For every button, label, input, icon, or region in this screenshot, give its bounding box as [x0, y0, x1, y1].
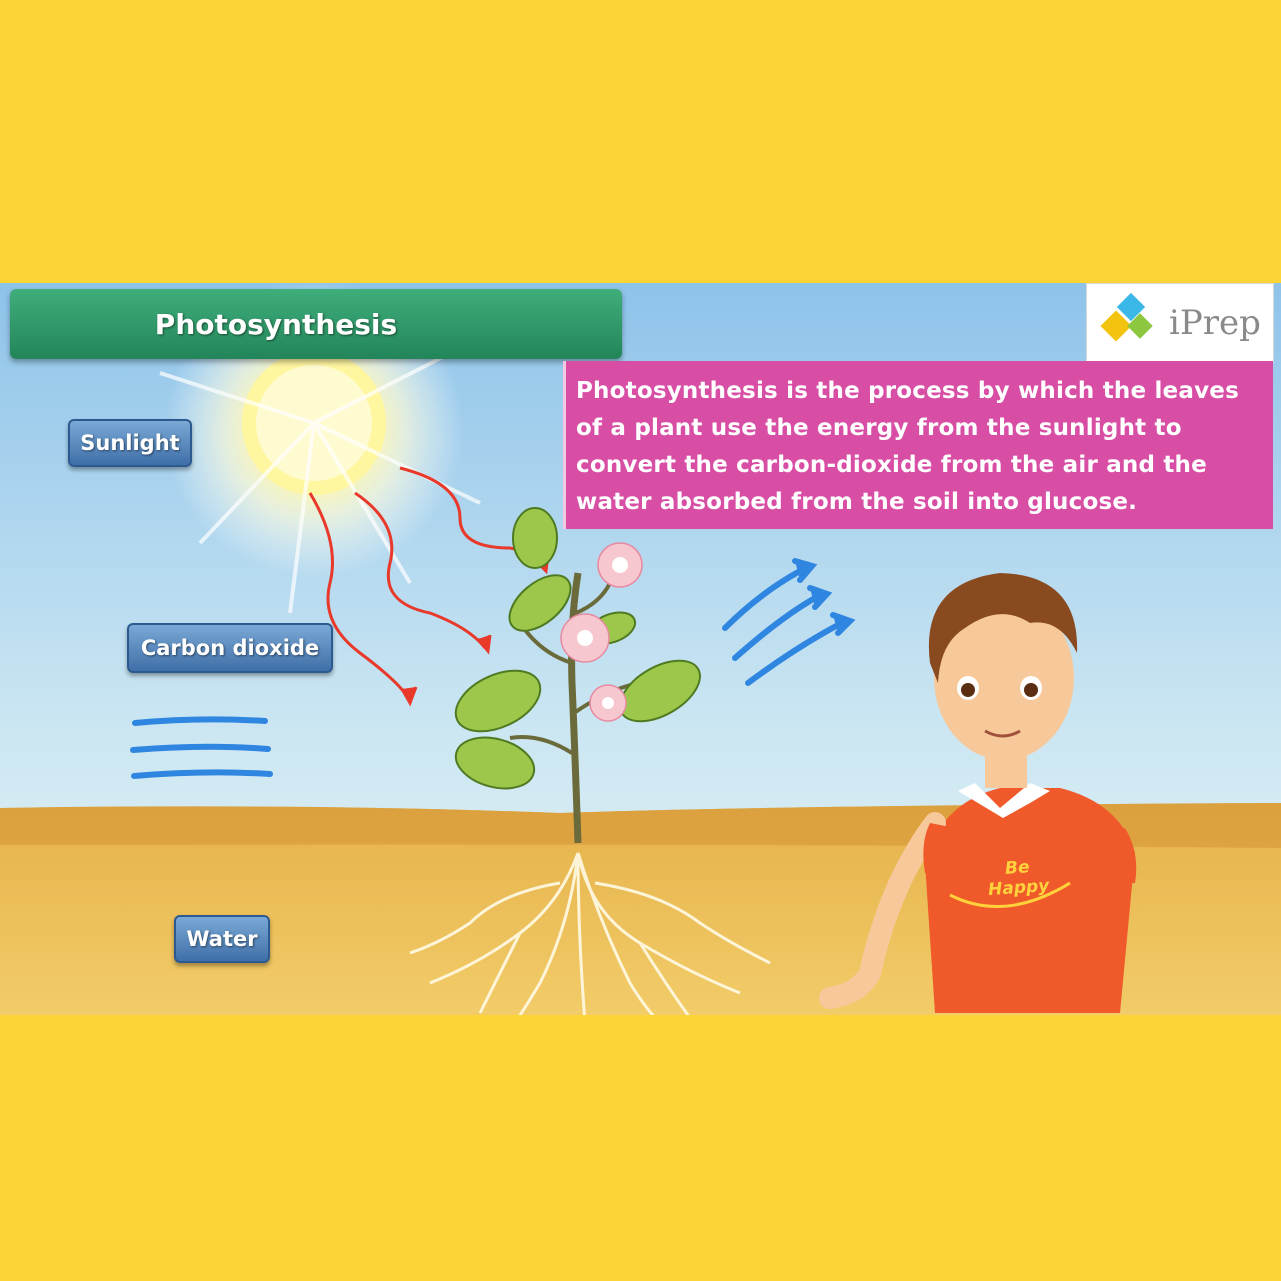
shirt-text: Be Happy — [987, 857, 1050, 901]
boy-character — [819, 573, 1137, 1013]
plant-illustration — [454, 507, 701, 844]
sunlight-label[interactable]: Sunlight — [68, 419, 192, 467]
page-title: Photosynthesis — [154, 307, 398, 341]
iprep-logo: iPrep — [1086, 283, 1274, 363]
illustration-scene: Photosynthesis iPrep Photosynthesis is t… — [0, 283, 1281, 1023]
co2-wind-lines — [130, 716, 273, 779]
title-bar: Photosynthesis — [10, 289, 622, 359]
description-text: Photosynthesis is the process by which t… — [576, 378, 1239, 515]
description-box: Photosynthesis is the process by which t… — [563, 361, 1273, 529]
oxygen-arrows — [722, 558, 856, 686]
iprep-logo-mark — [1100, 293, 1153, 342]
roots-illustration — [409, 852, 771, 1023]
carbon-dioxide-label[interactable]: Carbon dioxide — [127, 623, 333, 673]
water-label[interactable]: Water — [174, 915, 270, 963]
logo-text: iPrep — [1169, 303, 1261, 343]
